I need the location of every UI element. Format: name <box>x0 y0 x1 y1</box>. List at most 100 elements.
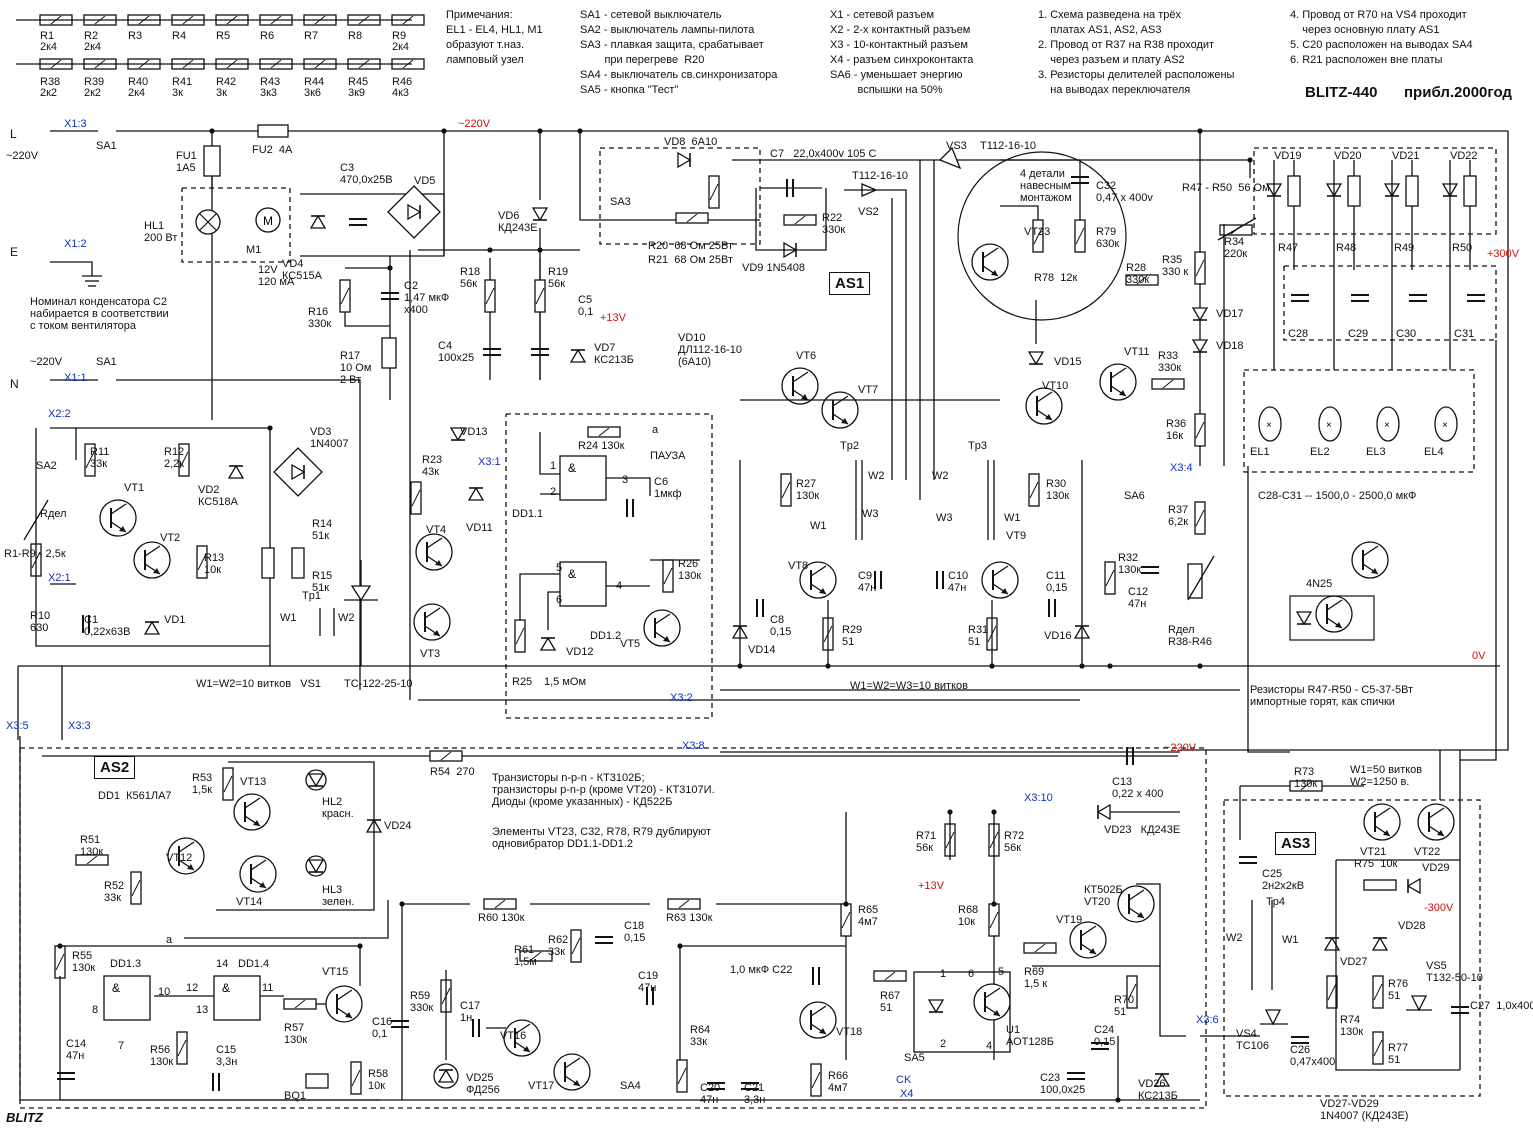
label-w1c: W1 <box>1004 512 1021 524</box>
transistor-vt16 <box>514 1023 531 1035</box>
mains-l: L <box>10 127 17 141</box>
label-c27: C27 1,0x400 <box>1470 1000 1533 1012</box>
transistor-vt17 <box>564 1057 581 1069</box>
transistor-vt9 <box>992 565 1009 577</box>
resistor-value: 2к4 <box>40 41 58 53</box>
label-vt4: VT4 <box>426 524 447 536</box>
label-r53: R53 1,5к <box>192 772 213 796</box>
label-vd21: VD21 <box>1392 150 1420 162</box>
resistor-slash <box>177 1039 187 1057</box>
label-vd6: VD6 КД243Е <box>498 210 538 234</box>
label-r66: R66 4м7 <box>828 1070 849 1094</box>
label-r69: R69 1,5 к <box>1024 966 1048 990</box>
resistor-slash <box>294 999 306 1009</box>
junction-dot <box>677 943 683 949</box>
label-tp2: Tр2 <box>840 440 859 452</box>
connector-x4: X4 <box>900 1088 914 1100</box>
label-sa1: SA1 <box>96 140 117 152</box>
as3-box <box>1223 799 1481 1097</box>
transistor-vt16 <box>503 1019 541 1057</box>
resistor-slash <box>1033 227 1043 245</box>
label-r49: R49 <box>1394 242 1415 254</box>
label-vt20: КТ502Б VT20 <box>1084 884 1123 908</box>
wire <box>1180 131 1509 751</box>
label-vd16: VD16 <box>1044 630 1072 642</box>
label-pin6: 6 <box>556 594 563 606</box>
flash-tube-el4: × <box>1442 420 1448 431</box>
bridge-vd5-diode <box>407 203 422 221</box>
junction-dot <box>441 128 447 134</box>
connector-ck: CK <box>896 1074 912 1086</box>
resistor-slash <box>598 427 610 437</box>
label-rnote: Резисторы R47-R50 - C5-37-5Вт импортные … <box>1250 684 1414 708</box>
transistor-vt19 <box>1069 921 1107 959</box>
transistor-vt20 <box>1137 912 1144 918</box>
label-tp3: Tр3 <box>968 440 987 452</box>
flash-tube-el1 <box>1258 406 1282 442</box>
optocoupler-4n25-transistor <box>1371 568 1378 574</box>
label-vd24: VD24 <box>384 820 412 832</box>
label-sa6: SA6 <box>1124 490 1145 502</box>
resistor-slash <box>841 911 851 929</box>
label-dup: Элементы VT23, C32, R78, R79 дублируют о… <box>492 826 712 850</box>
rdel-r38-r46 <box>1187 563 1203 599</box>
voltage-13-as2: +13V <box>918 880 944 892</box>
label-w123: W1=W2=W3=10 витков <box>850 680 968 692</box>
label-vd29: VD29 <box>1422 862 1450 874</box>
label-vd15: VD15 <box>1054 356 1082 368</box>
label-r19: R19 56к <box>548 266 569 290</box>
wire <box>184 900 389 939</box>
led-hl2-diode <box>307 773 325 788</box>
resistor-r17 <box>381 337 397 369</box>
notes-d: 1. Схема разведена на трёх платах AS1, A… <box>1038 9 1235 96</box>
resistor-value: 3к6 <box>304 87 322 99</box>
junction-dot <box>487 247 493 253</box>
label-r76: R76 51 <box>1388 978 1409 1002</box>
board-label-as1: AS1 <box>829 272 871 295</box>
label-r79: R79 630к <box>1096 226 1120 250</box>
label-c4: C4 100x25 <box>438 340 475 364</box>
wire <box>606 477 651 496</box>
optocoupler-u1-transistor <box>973 983 1011 1021</box>
label-c23: C23 100,0x25 <box>1040 1072 1086 1096</box>
board-label-as2: AS2 <box>94 756 136 779</box>
label-c29: C29 <box>1348 328 1369 340</box>
label-tp4: Tр4 <box>1266 896 1285 908</box>
label-r1r9: R1-R9 - 2,5к <box>4 548 66 560</box>
resistor-name: R8 <box>348 30 363 42</box>
diode-vd6 <box>531 207 549 222</box>
label-c18: C18 0,15 <box>624 920 646 944</box>
junction-dot <box>737 663 743 669</box>
diode-vd12 <box>539 636 557 651</box>
label-sa3: SA3 <box>610 196 631 208</box>
lamp-hl1 <box>199 213 217 231</box>
label-c1: C1 0,22x63В <box>84 614 131 638</box>
junction-dot <box>537 128 543 134</box>
label-el3: EL3 <box>1366 446 1386 458</box>
voltage-plus-300: +300V <box>1487 248 1520 260</box>
label-c25: C25 2н2x2кВ <box>1262 868 1305 892</box>
transistor-vt1 <box>110 503 127 515</box>
transistor-vt20 <box>1128 889 1145 901</box>
label-bq1: BQ1 <box>284 1090 307 1102</box>
label-vd20: VD20 <box>1334 150 1362 162</box>
junction-dot <box>267 425 273 431</box>
transistor-vt6 <box>781 367 819 405</box>
optocoupler-u1-transistor <box>984 987 1001 999</box>
resistor-slash <box>678 899 690 909</box>
junction-dot <box>387 265 393 271</box>
resistor-value: 2к2 <box>40 87 58 99</box>
voltage-zero: 0V <box>1472 650 1486 662</box>
label-c16: C16 0,1 <box>372 1016 393 1040</box>
resistor-slash <box>686 213 698 223</box>
label-u1p4: 4 <box>986 1040 993 1052</box>
label-vd25: VD25 ФД256 <box>466 1072 500 1096</box>
wire <box>1247 466 1290 753</box>
connector-x2-1: X2:1 <box>48 572 71 584</box>
label-pin5: 5 <box>556 562 563 574</box>
resistor-value: 3к9 <box>348 87 366 99</box>
zener-vd2 <box>227 464 245 479</box>
label-vd22: VD22 <box>1450 150 1478 162</box>
label-vt14: VT14 <box>236 896 263 908</box>
label-dd14: DD1.4 <box>238 958 270 970</box>
